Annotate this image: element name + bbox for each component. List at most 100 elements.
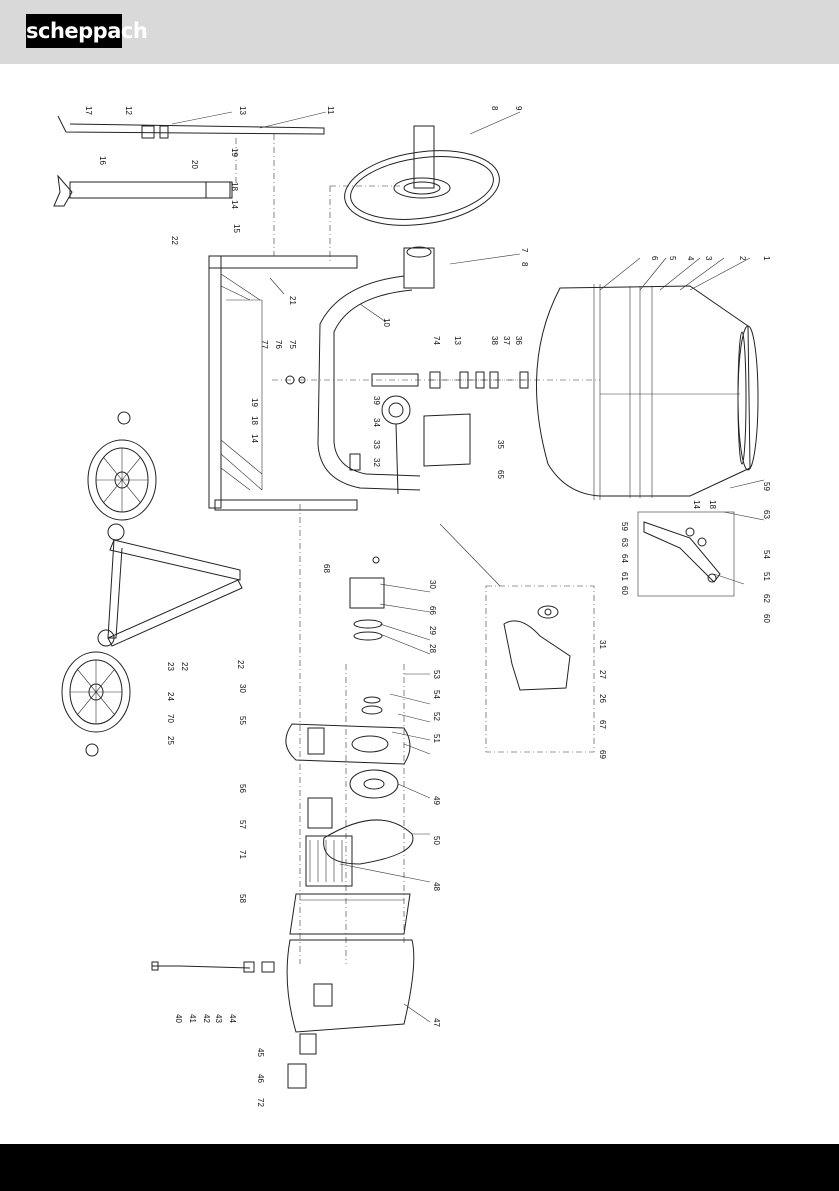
label-68: 68 <box>322 564 331 573</box>
label-62: 62 <box>762 594 771 603</box>
label-19b: 19 <box>250 398 259 407</box>
label-20: 20 <box>190 160 199 169</box>
pinion-assembly <box>350 396 470 494</box>
label-14a: 14 <box>230 200 239 209</box>
label-58: 58 <box>238 894 247 903</box>
label-6: 6 <box>650 256 659 261</box>
label-43: 43 <box>214 1014 223 1023</box>
label-47: 47 <box>432 1018 441 1027</box>
label-4: 4 <box>686 256 695 261</box>
detail-inset <box>440 524 594 752</box>
label-60a: 60 <box>762 614 771 623</box>
label-36: 36 <box>514 336 523 345</box>
label-61: 61 <box>620 572 629 581</box>
label-71: 71 <box>238 850 247 859</box>
drive-shaft-tube <box>318 247 434 490</box>
label-18a: 18 <box>230 182 239 191</box>
wheel-bottom <box>62 652 130 756</box>
label-76: 76 <box>274 340 283 349</box>
wheel-axle-frame <box>98 524 242 646</box>
label-16: 16 <box>98 156 107 165</box>
motor-bracket-parts <box>350 557 384 640</box>
label-65: 65 <box>496 470 505 479</box>
label-33: 33 <box>372 440 381 449</box>
label-30b: 30 <box>238 684 247 693</box>
label-77: 77 <box>260 340 269 349</box>
label-12: 12 <box>124 106 133 115</box>
label-54b: 54 <box>762 550 771 559</box>
label-52: 52 <box>432 712 441 721</box>
exploded-parts-diagram: 1 2 3 4 5 6 7 8 8 9 10 11 12 13 13 14 14… <box>0 64 839 1144</box>
part-labels: 1 2 3 4 5 6 7 8 8 9 10 11 12 13 13 14 14… <box>84 106 771 1107</box>
motor-housing <box>287 940 414 1088</box>
label-23: 23 <box>166 662 175 671</box>
mixing-drum <box>430 284 758 500</box>
label-74: 74 <box>432 336 441 345</box>
label-29: 29 <box>428 626 437 635</box>
label-51a: 51 <box>432 734 441 743</box>
housing-cover <box>290 894 410 934</box>
label-15: 15 <box>232 224 241 233</box>
label-22b: 22 <box>180 662 189 671</box>
bracket-inset <box>638 512 734 596</box>
handle-assembly <box>54 116 324 256</box>
label-39: 39 <box>372 396 381 405</box>
label-13b: 13 <box>453 336 462 345</box>
label-22c: 22 <box>236 660 245 669</box>
label-57: 57 <box>238 820 247 829</box>
label-66: 66 <box>428 606 437 615</box>
page-header: scheppach <box>0 0 839 64</box>
label-70: 70 <box>166 714 175 723</box>
label-63a: 63 <box>762 510 771 519</box>
label-34: 34 <box>372 418 381 427</box>
label-32: 32 <box>372 458 381 467</box>
pulley-belt <box>324 770 413 864</box>
label-49: 49 <box>432 796 441 805</box>
label-40: 40 <box>174 1014 183 1023</box>
label-27: 27 <box>598 670 607 679</box>
label-31: 31 <box>598 640 607 649</box>
label-45: 45 <box>256 1048 265 1057</box>
label-46: 46 <box>256 1074 265 1083</box>
hand-wheel <box>330 126 504 264</box>
label-53: 53 <box>432 670 441 679</box>
label-75: 75 <box>288 340 297 349</box>
label-7: 7 <box>520 248 529 253</box>
brand-logo: scheppach <box>26 14 122 48</box>
label-8a: 8 <box>520 262 529 267</box>
label-37: 37 <box>502 336 511 345</box>
power-cable <box>152 962 274 972</box>
label-63b: 63 <box>620 538 629 547</box>
label-60b: 60 <box>620 586 629 595</box>
electric-motor <box>306 798 352 886</box>
label-59b: 59 <box>620 522 629 531</box>
label-38: 38 <box>490 336 499 345</box>
label-21: 21 <box>288 296 297 305</box>
label-64: 64 <box>620 554 629 563</box>
motor-cover-top <box>286 697 410 764</box>
label-18b: 18 <box>250 416 259 425</box>
label-10: 10 <box>382 318 391 327</box>
label-11: 11 <box>326 106 335 115</box>
label-44: 44 <box>228 1014 237 1023</box>
label-48: 48 <box>432 882 441 891</box>
label-14b: 14 <box>250 434 259 443</box>
label-50: 50 <box>432 836 441 845</box>
label-54a: 54 <box>432 690 441 699</box>
label-26: 26 <box>598 694 607 703</box>
label-2: 2 <box>738 256 747 261</box>
label-55: 55 <box>238 716 247 725</box>
label-24: 24 <box>166 692 175 701</box>
label-69: 69 <box>598 750 607 759</box>
label-18c: 18 <box>708 500 717 509</box>
label-14c: 14 <box>692 500 701 509</box>
label-42: 42 <box>202 1014 211 1023</box>
label-22a: 22 <box>170 236 179 245</box>
label-67: 67 <box>598 720 607 729</box>
page-footer <box>0 1144 839 1191</box>
label-1: 1 <box>762 256 771 261</box>
label-9: 9 <box>514 106 523 111</box>
wheel-top <box>88 412 156 520</box>
stand-frame <box>209 256 357 510</box>
label-35: 35 <box>496 440 505 449</box>
